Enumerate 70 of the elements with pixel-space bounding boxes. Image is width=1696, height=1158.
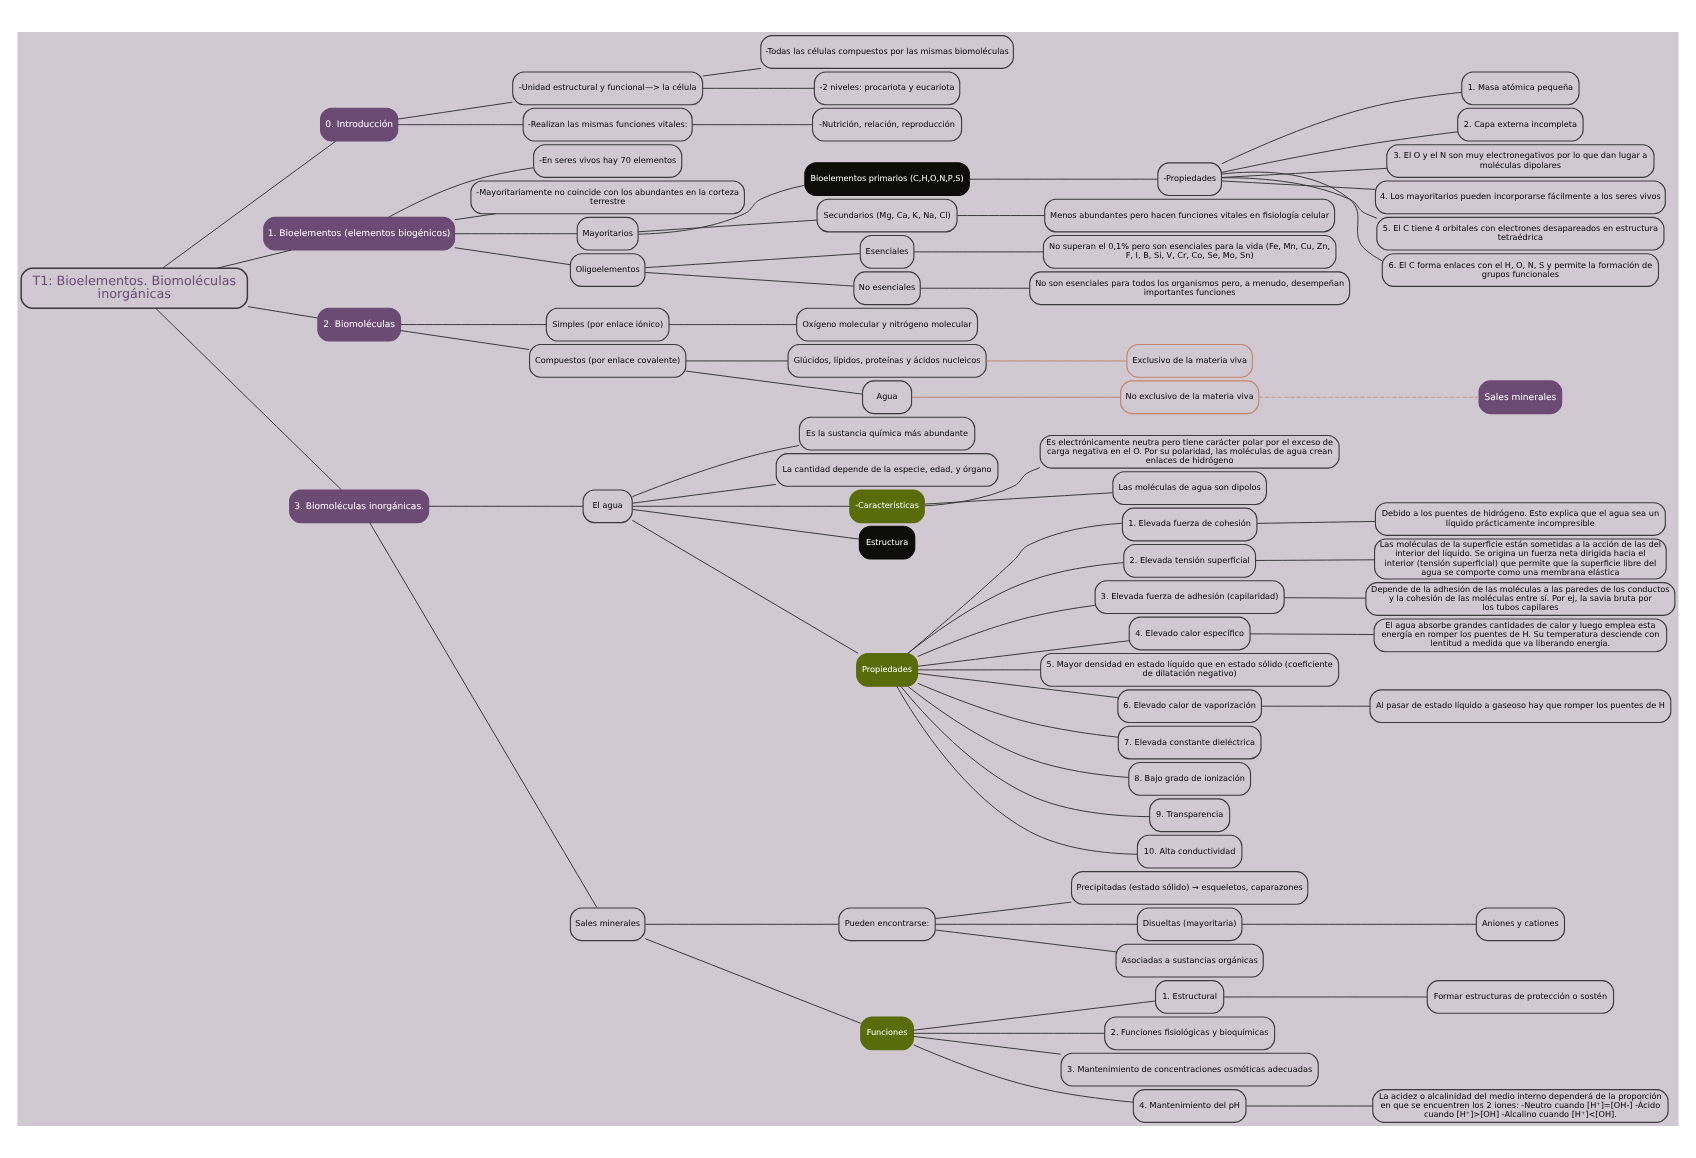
connector	[247, 306, 319, 319]
connector	[1241, 923, 1477, 925]
connector	[644, 938, 862, 1024]
connector	[631, 519, 859, 654]
connector	[685, 360, 789, 362]
connector	[454, 213, 497, 221]
connector	[934, 901, 1072, 920]
connector	[917, 604, 1096, 657]
connector	[911, 396, 1121, 398]
connector	[397, 101, 513, 120]
connector	[1283, 597, 1367, 599]
connector	[917, 672, 1119, 699]
connector	[216, 249, 292, 269]
connector	[913, 1035, 1062, 1055]
connector	[919, 287, 1031, 289]
connector	[934, 923, 1138, 925]
connector	[702, 87, 815, 89]
connector	[913, 1000, 1156, 1031]
connector	[934, 929, 1117, 953]
connector	[907, 562, 1124, 654]
connector	[369, 522, 598, 909]
connector	[917, 640, 1130, 667]
connector	[924, 492, 1114, 505]
connector	[1255, 559, 1375, 561]
connector	[400, 324, 547, 326]
connector	[155, 307, 342, 491]
connector	[637, 184, 806, 235]
connector	[1221, 91, 1463, 165]
connector	[907, 686, 1129, 778]
connector	[1221, 131, 1458, 173]
connector	[428, 505, 584, 507]
connector	[668, 324, 797, 326]
connector	[913, 1044, 1134, 1103]
connector	[631, 445, 800, 498]
connector	[1221, 177, 1378, 219]
connector	[1221, 180, 1376, 190]
connector	[454, 233, 578, 235]
connector	[913, 251, 1044, 253]
connector	[631, 508, 860, 540]
connector	[644, 271, 855, 287]
connector	[956, 215, 1046, 217]
connector	[923, 467, 1041, 507]
connector	[1258, 396, 1480, 398]
connector	[1221, 167, 1388, 178]
connector	[917, 682, 1119, 738]
connector	[631, 483, 777, 504]
connector	[454, 247, 571, 266]
connector	[985, 360, 1128, 362]
connector	[397, 124, 524, 126]
connector	[631, 505, 851, 507]
connector	[913, 1032, 1106, 1034]
connector	[162, 140, 337, 269]
connector	[917, 669, 1041, 671]
connector	[637, 219, 818, 233]
connector	[1221, 171, 1383, 262]
connector	[685, 370, 863, 395]
connector	[907, 522, 1123, 654]
connector	[644, 253, 861, 269]
connector	[1245, 1105, 1374, 1107]
connector	[644, 923, 840, 925]
connector	[691, 124, 814, 126]
connector	[400, 330, 530, 350]
connector	[702, 67, 762, 77]
connector	[1256, 520, 1376, 524]
connector	[900, 685, 1150, 818]
connector	[1261, 705, 1371, 707]
connector	[1249, 633, 1375, 636]
connector	[896, 685, 1138, 855]
connector	[388, 167, 534, 218]
connector	[968, 178, 1159, 180]
